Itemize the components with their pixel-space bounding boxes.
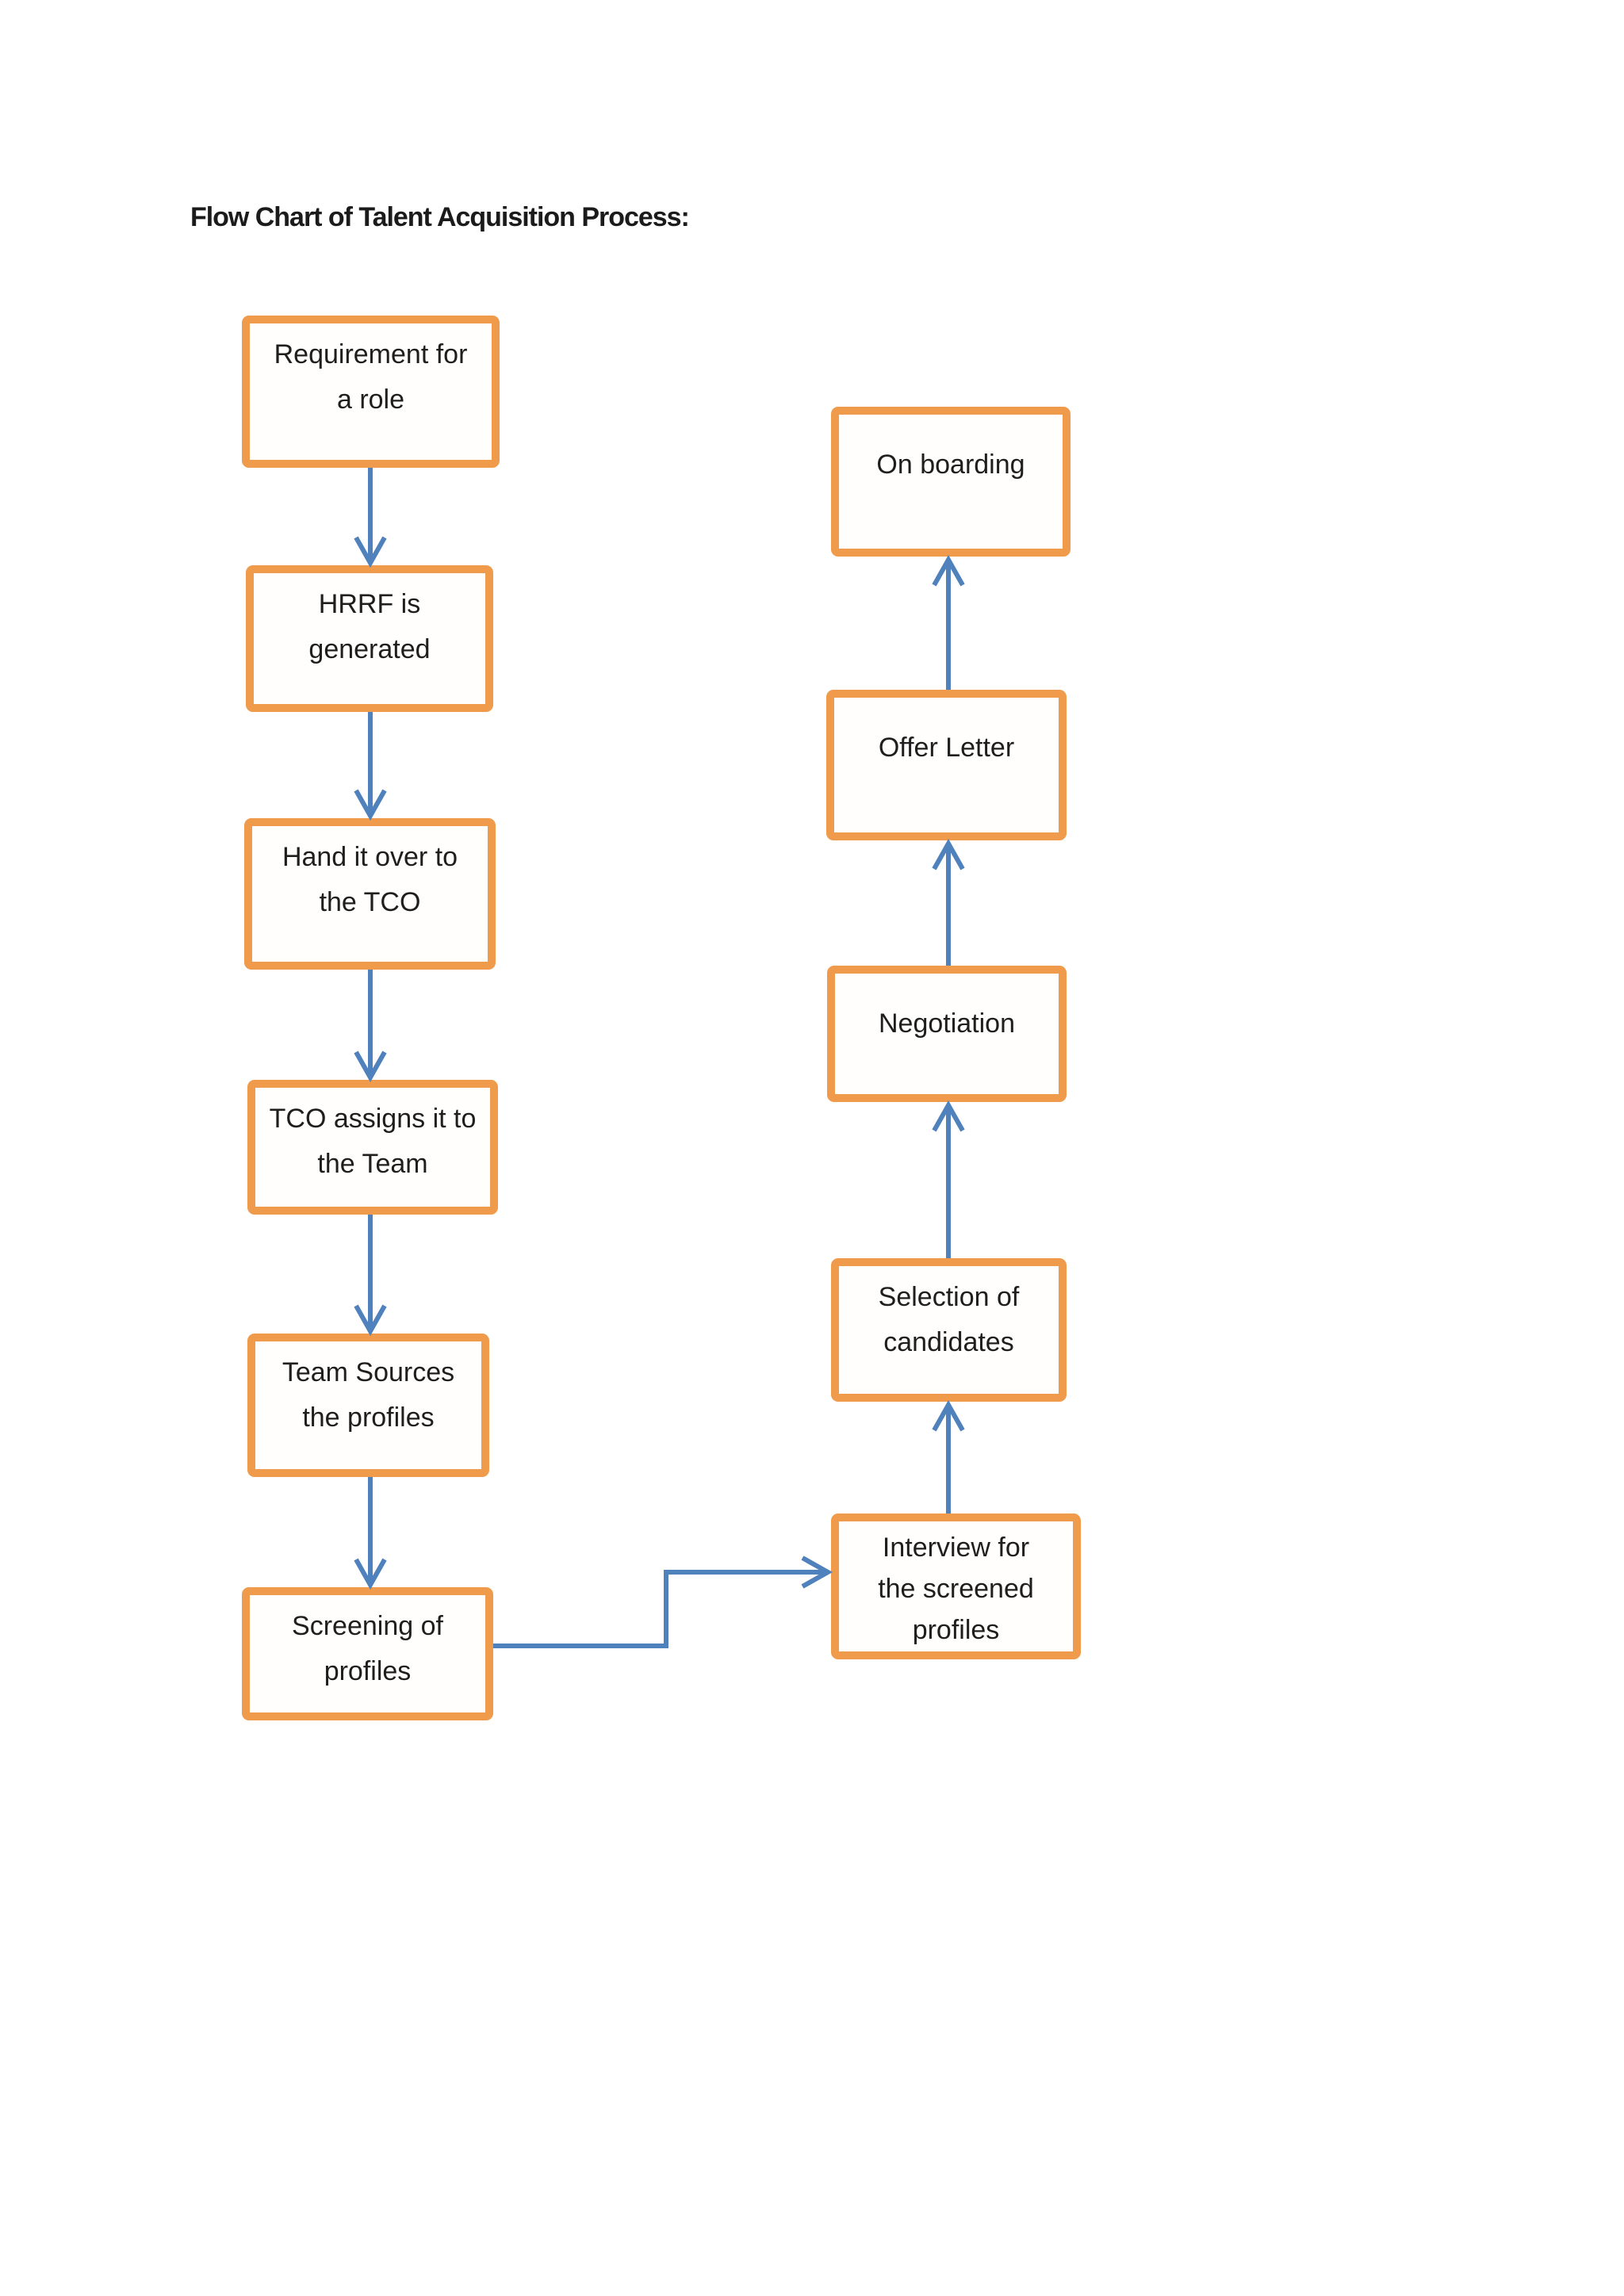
- page-title: Flow Chart of Talent Acquisition Process…: [190, 202, 690, 232]
- flow-node-label: Hand it over to the TCO: [282, 842, 458, 917]
- flow-node-label: On boarding: [876, 450, 1025, 480]
- flow-node-requirement-for-a-role: Requirement for a role: [242, 316, 500, 468]
- flow-node-label: Screening of profiles: [292, 1611, 443, 1686]
- flow-node-label: HRRF is generated: [308, 589, 431, 664]
- flow-node-tco-assigns-it-to-the-team: TCO assigns it to the Team: [247, 1080, 498, 1215]
- flow-node-team-sources-the-profiles: Team Sources the profiles: [247, 1334, 489, 1477]
- flow-node-label: Requirement for a role: [274, 339, 468, 415]
- flow-node-offer-letter: Offer Letter: [826, 690, 1067, 840]
- flow-node-label: Negotiation: [878, 1008, 1015, 1039]
- flow-node-label: Offer Letter: [878, 733, 1015, 763]
- connector-screening-to-interview: [493, 1556, 833, 1648]
- flow-node-hand-it-over-to-the-tco: Hand it over to the TCO: [244, 818, 496, 970]
- flow-node-label: TCO assigns it to the Team: [269, 1104, 477, 1179]
- flow-node-selection-of-candidates: Selection of candidates: [831, 1258, 1067, 1402]
- flow-node-label: Selection of candidates: [878, 1282, 1020, 1357]
- flow-node-label: Team Sources the profiles: [282, 1357, 455, 1433]
- flow-node-on-boarding: On boarding: [831, 407, 1071, 557]
- flow-node-hrrf-is-generated: HRRF is generated: [246, 565, 493, 712]
- flow-node-label: Interview for the screened profiles: [878, 1533, 1034, 1645]
- flow-node-interview-for-the-screened-profiles: Interview for the screened profiles: [831, 1513, 1081, 1659]
- flow-node-screening-of-profiles: Screening of profiles: [242, 1587, 493, 1720]
- flow-node-negotiation: Negotiation: [827, 966, 1067, 1102]
